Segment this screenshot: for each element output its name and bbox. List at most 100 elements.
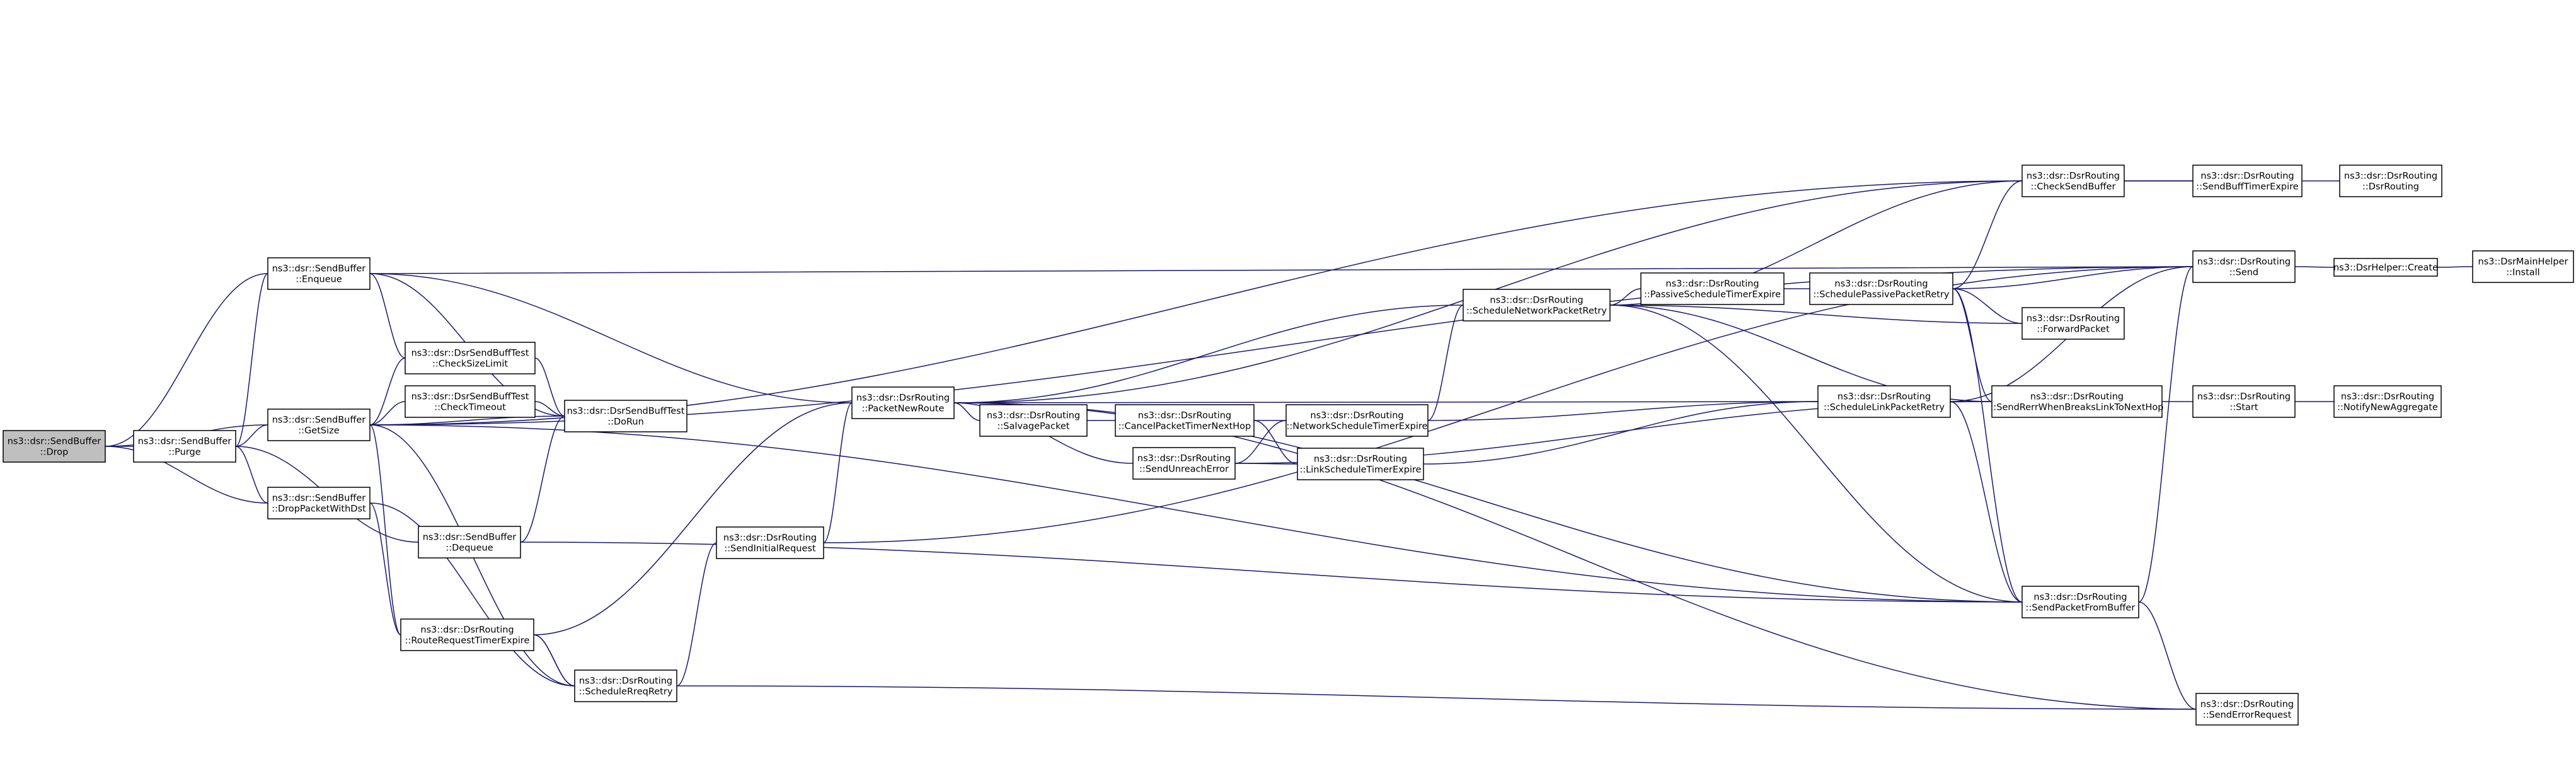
- node-drop[interactable]: ns3::dsr::SendBuffer::Drop: [3, 430, 106, 463]
- edge-dorun-to-checksize: [535, 358, 565, 417]
- edge-checktimeout-to-getsize: [370, 401, 406, 425]
- node-label-line: ns3::dsr::SendBuffer: [272, 494, 366, 504]
- node-label-line: ::SendRerrWhenBreaksLinkToNextHop: [1990, 403, 2163, 413]
- node-sbte[interactable]: ns3::dsr::DsrRouting::SendBuffTimerExpir…: [2192, 165, 2303, 197]
- node-label-line: ns3::dsr::DsrRouting: [2197, 257, 2291, 267]
- node-box: [1640, 272, 1785, 305]
- edge-rrte-to-pnr: [533, 403, 852, 635]
- node-enqueue[interactable]: ns3::dsr::SendBuffer::Enqueue: [267, 257, 371, 290]
- node-box: [574, 669, 677, 702]
- node-snpr[interactable]: ns3::dsr::DsrRouting::ScheduleNetworkPac…: [1463, 289, 1611, 322]
- node-box: [2192, 385, 2296, 418]
- node-label-line: ns3::dsr::DsrRouting: [1138, 411, 1231, 421]
- edge-sar-to-sir: [676, 543, 716, 687]
- edge-dropdst-to-purge: [236, 446, 268, 504]
- node-label-line: ::Send: [2229, 268, 2258, 278]
- node-ser[interactable]: ns3::dsr::DsrRouting::SendErrorRequest: [2195, 693, 2299, 726]
- edge-snpr-to-pnr: [954, 304, 1464, 403]
- node-pnr[interactable]: ns3::dsr::DsrRouting::PacketNewRoute: [851, 386, 955, 419]
- edge-enqueue-to-drop: [105, 273, 268, 446]
- node-lste[interactable]: ns3::dsr::DsrRouting::LinkScheduleTimerE…: [1297, 448, 1424, 480]
- node-sar[interactable]: ns3::dsr::DsrRouting::ScheduleRreqRetry: [574, 669, 677, 702]
- node-salvage[interactable]: ns3::dsr::DsrRouting::SalvagePacket: [979, 404, 1088, 437]
- node-box: [2192, 250, 2296, 283]
- node-sppr[interactable]: ns3::dsr::DsrRouting::SchedulePassivePac…: [1809, 272, 1953, 305]
- node-label-line: ::DsrRouting: [2362, 182, 2419, 192]
- node-label-line: ns3::DsrMainHelper: [2478, 257, 2568, 267]
- node-label-line: ns3::dsr::DsrRouting: [856, 393, 950, 403]
- node-sir[interactable]: ns3::dsr::DsrRouting::SendInitialRequest: [716, 526, 824, 559]
- node-send[interactable]: ns3::dsr::DsrRouting::Send: [2192, 250, 2296, 283]
- edge-rrte-to-dropdst: [370, 503, 401, 635]
- node-label-line: ::CheckSendBuffer: [2031, 182, 2116, 192]
- node-label-line: ::GetSize: [298, 426, 339, 436]
- node-box: [2021, 165, 2125, 197]
- node-create[interactable]: ns3::DsrHelper::Create: [2333, 258, 2438, 277]
- node-box: [2195, 693, 2299, 726]
- node-label-line: ns3::dsr::DsrRouting: [1314, 455, 1407, 465]
- node-spfb[interactable]: ns3::dsr::DsrRouting::SendPacketFromBuff…: [2021, 586, 2139, 618]
- node-slpr[interactable]: ns3::dsr::DsrRouting::ScheduleLinkPacket…: [1817, 385, 1951, 418]
- edge-spfb-to-pnr: [954, 403, 2023, 603]
- node-dequeue[interactable]: ns3::dsr::SendBuffer::Dequeue: [418, 526, 521, 559]
- node-box: [2021, 307, 2125, 340]
- node-label-line: ::Install: [2506, 268, 2539, 278]
- node-cptnh[interactable]: ns3::dsr::DsrRouting::CancelPacketTimerN…: [1115, 404, 1255, 437]
- node-label-line: ns3::dsr::DsrRouting: [1310, 411, 1403, 421]
- edge-salvage-to-pnr: [954, 403, 980, 421]
- node-label-line: ::ScheduleRreqRetry: [579, 687, 673, 697]
- node-box: [2333, 258, 2438, 277]
- node-label-line: ::Dequeue: [446, 543, 493, 553]
- node-label-line: ::Drop: [40, 448, 69, 458]
- edge-dorun-to-checktimeout: [535, 402, 565, 417]
- node-nste[interactable]: ns3::dsr::DsrRouting::NetworkScheduleTim…: [1285, 404, 1429, 437]
- edge-spfb-to-getsize: [370, 425, 2023, 603]
- node-dorun[interactable]: ns3::dsr::DsrSendBuffTest::DoRun: [564, 400, 687, 432]
- edge-sir-to-pnr: [823, 403, 852, 543]
- node-label-line: ns3::dsr::DsrRouting: [2200, 700, 2294, 710]
- edge-checksize-to-getsize: [370, 357, 406, 425]
- node-label-line: ::DoRun: [607, 417, 644, 427]
- node-sue[interactable]: ns3::dsr::DsrRouting::SendUnreachError: [1132, 447, 1236, 480]
- node-label-line: ns3::dsr::DsrRouting: [1490, 296, 1583, 306]
- edge-send-to-sppr: [1953, 266, 2194, 289]
- node-fwd[interactable]: ns3::dsr::DsrRouting::ForwardPacket: [2021, 307, 2125, 340]
- node-rrte[interactable]: ns3::dsr::DsrRouting::RouteRequestTimerE…: [400, 618, 534, 651]
- node-csb[interactable]: ns3::dsr::DsrRouting::CheckSendBuffer: [2021, 165, 2125, 197]
- node-checktimeout[interactable]: ns3::dsr::DsrSendBuffTest::CheckTimeout: [405, 385, 536, 418]
- node-label-line: ::CancelPacketTimerNextHop: [1118, 422, 1251, 432]
- node-purge[interactable]: ns3::dsr::SendBuffer::Purge: [133, 430, 236, 463]
- node-label-line: ns3::dsr::DsrRouting: [2027, 314, 2120, 324]
- edge-ser-to-sar: [677, 686, 2197, 710]
- node-getsize[interactable]: ns3::dsr::SendBuffer::GetSize: [267, 408, 371, 441]
- node-label-line: ns3::DsrHelper::Create: [2333, 263, 2438, 273]
- node-label-line: ns3::dsr::SendBuffer: [8, 437, 101, 447]
- node-pste[interactable]: ns3::dsr::DsrRouting::PassiveScheduleTim…: [1640, 272, 1785, 305]
- node-label-line: ::Enqueue: [296, 275, 342, 285]
- edge-nste-to-sue: [1235, 420, 1287, 463]
- node-start[interactable]: ns3::dsr::DsrRouting::Start: [2192, 385, 2296, 418]
- node-label-line: ns3::dsr::SendBuffer: [272, 415, 366, 426]
- node-dropdst[interactable]: ns3::dsr::SendBuffer::DropPacketWithDst: [267, 487, 371, 519]
- node-checksize[interactable]: ns3::dsr::DsrSendBuffTest::CheckSizeLimi…: [405, 342, 536, 374]
- node-dsrrouting[interactable]: ns3::dsr::DsrRouting::DsrRouting: [2339, 165, 2442, 197]
- node-install[interactable]: ns3::DsrMainHelper::Install: [2472, 250, 2574, 283]
- node-label-line: ns3::dsr::DsrRouting: [723, 533, 817, 543]
- node-label-line: ns3::dsr::DsrSendBuffTest: [411, 349, 529, 359]
- node-box: [267, 487, 371, 519]
- node-box: [400, 618, 534, 651]
- node-label-line: ns3::dsr::SendBuffer: [138, 437, 232, 447]
- edge-pnr-to-enqueue: [370, 274, 853, 403]
- edge-rrte-to-getsize: [370, 425, 401, 635]
- node-label-line: ::SendUnreachError: [1139, 465, 1229, 475]
- edge-slpr-to-pnr: [954, 402, 1819, 403]
- node-srwb[interactable]: ns3::dsr::DsrRouting::SendRerrWhenBreaks…: [1990, 385, 2164, 418]
- edge-pste-to-snpr: [1610, 288, 1642, 305]
- node-label-line: ::ScheduleNetworkPacketRetry: [1466, 306, 1607, 316]
- node-box: [2472, 250, 2574, 283]
- node-label-line: ns3::dsr::DsrRouting: [987, 411, 1080, 421]
- node-nna[interactable]: ns3::dsr::DsrRouting::NotifyNewAggregate: [2333, 385, 2442, 418]
- node-label-line: ::SendPacketFromBuffer: [2026, 603, 2136, 613]
- node-box: [418, 526, 521, 559]
- node-label-line: ns3::dsr::DsrRouting: [2200, 171, 2294, 182]
